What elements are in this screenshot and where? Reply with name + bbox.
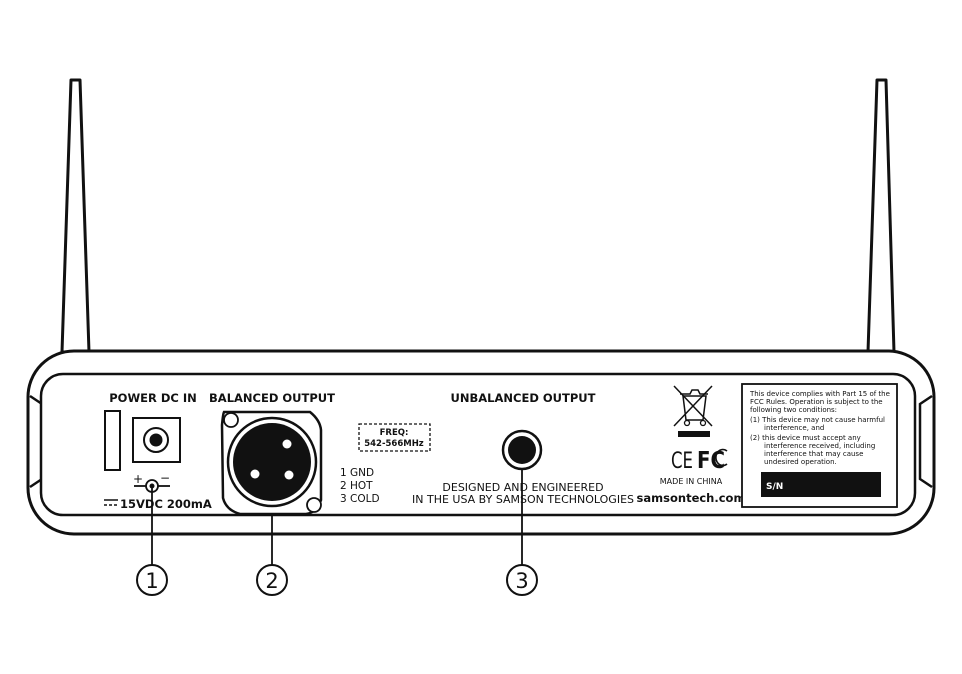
callout-3-number: 3 [515,569,528,593]
fcc-notice-text: This device complies with Part 15 of the… [749,390,890,466]
callout-1-number: 1 [145,569,158,593]
pin-3-label: 3 COLD [340,493,380,505]
left-antenna [60,78,91,354]
callout-1-circle [136,564,168,596]
freq-label: FREQ: [380,428,409,438]
fcc-notice-line: (2) this device must accept any [750,434,861,442]
fcc-notice-line: (1) This device may not cause harmful [750,416,885,424]
xlr-screw-bottom-right [306,497,322,513]
unbalanced-output-label: UNBALANCED OUTPUT [451,391,596,405]
serial-number-field [761,472,881,497]
made-in-label: MADE IN CHINA [660,477,723,486]
fcc-notice-line: undesired operation. [764,458,837,466]
freq-range: 542-566MHz [364,439,424,449]
designed-line-1: DESIGNED AND ENGINEERED [442,481,603,494]
dc-jack-pin [149,433,163,447]
power-rating-label: 15VDC 200mA [120,497,212,511]
fcc-notice-line: interference, and [764,424,824,432]
fcc-mark: FC [697,448,725,474]
xlr-pin-3 [284,470,294,480]
weee-bar [678,431,710,437]
xlr-screw-top-left [223,412,239,428]
power-switch[interactable] [104,410,121,471]
xlr-pin-2 [250,469,260,479]
callout-3-circle [506,564,538,596]
fcc-notice-line: interference received, including [764,442,875,450]
power-dc-in-label: POWER DC IN [109,391,197,405]
balanced-output-label: BALANCED OUTPUT [209,391,335,405]
weee-bin-icon [673,385,713,427]
fcc-notice-line: interference that may cause [764,450,863,458]
xlr-face [233,423,311,501]
callout-2-circle [256,564,288,596]
polarity-plus: + [133,472,143,486]
fcc-c-ring [715,448,728,467]
quarter-inch-jack-hole [508,436,536,464]
polarity-minus: − [160,471,170,485]
fcc-notice-line: This device complies with Part 15 of the [749,390,890,398]
website-label: samsontech.com [637,491,746,505]
ce-mark: CE [671,449,693,474]
fcc-notice-line: FCC Rules. Operation is subject to the [750,398,883,406]
right-antenna [866,78,896,354]
serial-number-label: S/N [766,482,783,492]
freq-sticker [358,423,431,452]
designed-line-2: IN THE USA BY SAMSON TECHNOLOGIES [412,493,634,506]
right-side-grip [918,394,933,489]
pin-2-label: 2 HOT [340,480,373,492]
xlr-pin-1 [282,439,292,449]
callout-2-number: 2 [265,569,278,593]
pin-1-label: 1 GND [340,467,374,479]
fcc-notice-line: following two conditions: [750,406,837,414]
